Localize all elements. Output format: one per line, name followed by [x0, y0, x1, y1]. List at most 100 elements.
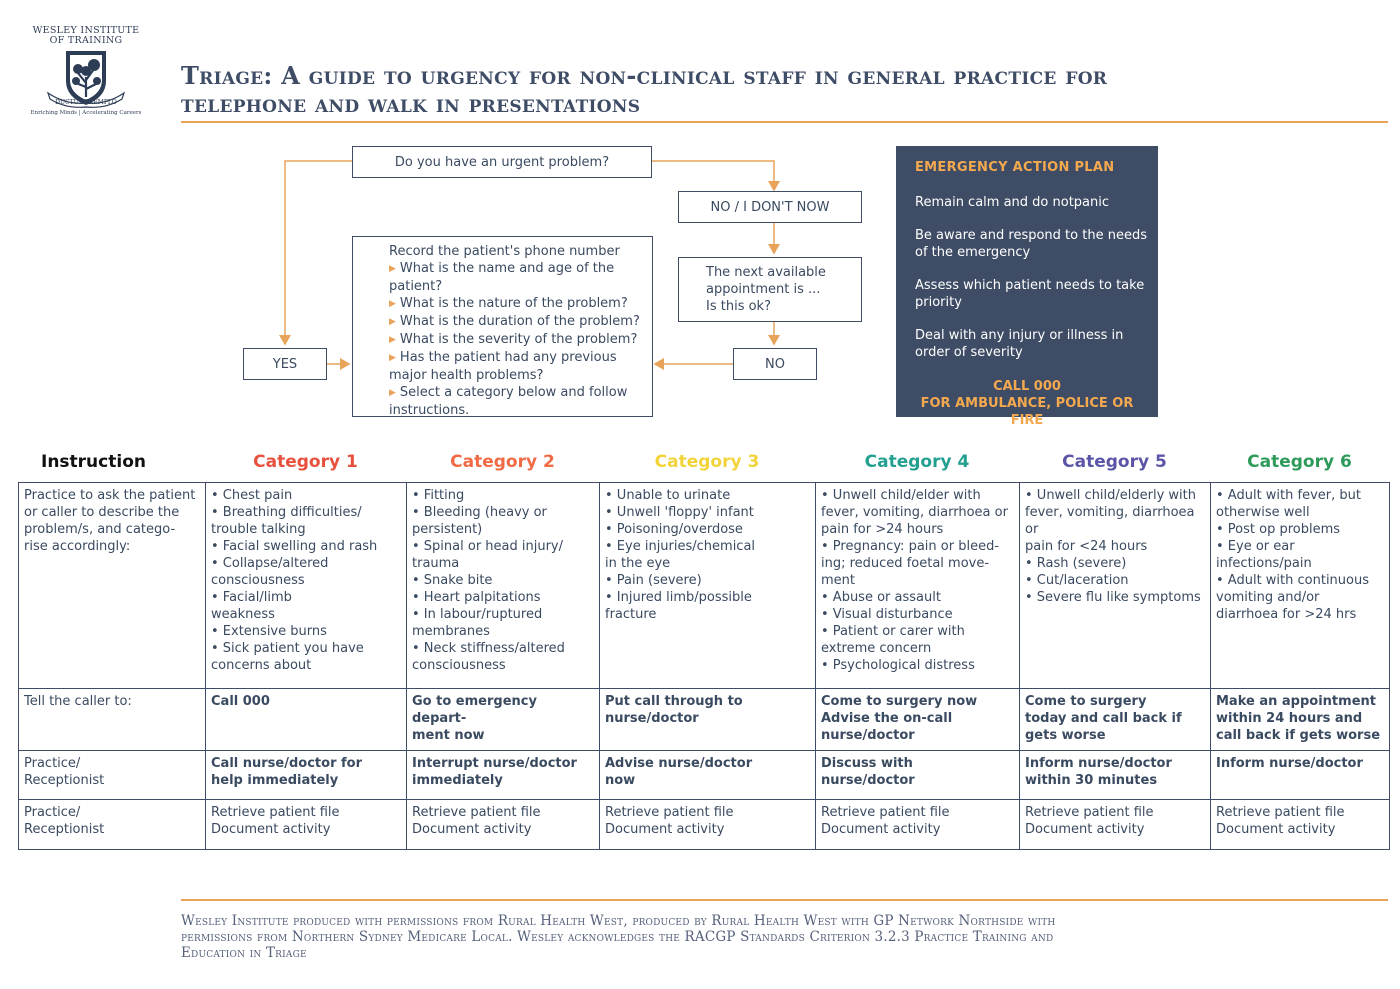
- cell-line: • Heart palpitations: [412, 590, 541, 605]
- page-title: Triage: A guide to urgency for non-clini…: [181, 62, 1351, 118]
- cell-line: within 30 minutes: [1025, 773, 1158, 788]
- cell-line: trauma: [412, 556, 460, 571]
- cell-line: • Abuse or assault: [821, 590, 941, 605]
- table-cell: Put call through to nurse/doctor: [599, 688, 816, 751]
- cell-line: Document activity: [821, 822, 941, 837]
- triage-column-headings: Instruction Category 1 Category 2 Catego…: [18, 452, 1389, 474]
- cell-line: nurse/doctor: [821, 728, 915, 743]
- cell-line: Practice/: [24, 756, 81, 771]
- cell-line: infections/pain: [1216, 556, 1312, 571]
- record-details-box: Record the patient's phone number What i…: [352, 236, 653, 419]
- no-box: NO: [733, 348, 817, 380]
- record-question-list: What is the name and age of the patient?…: [389, 260, 652, 419]
- cell-line: • Adult with fever, but: [1216, 488, 1361, 503]
- record-item: What is the nature of the problem?: [389, 295, 652, 313]
- cell-line: Document activity: [1216, 822, 1336, 837]
- yes-box: YES: [243, 348, 327, 380]
- no-text: NO: [765, 356, 785, 372]
- table-cell: Retrieve patient file Document activity: [599, 799, 816, 850]
- footer-divider: [181, 899, 1388, 901]
- flowchart-arrows: [279, 160, 780, 370]
- plan-item: Deal with any injury or illness in order…: [915, 328, 1124, 360]
- cell-line: trouble talking: [211, 522, 306, 537]
- table-cell: Practice/ Receptionist: [18, 750, 206, 800]
- plan-call-000: CALL 000 FOR AMBULANCE, POLICE OR FIRE: [906, 378, 1148, 429]
- table-cell: Retrieve patient file Document activity: [1210, 799, 1390, 850]
- cell-line: Document activity: [412, 822, 532, 837]
- cell-line: in the eye: [605, 556, 671, 571]
- cell-line: Inform nurse/doctor: [1025, 756, 1172, 771]
- footer-line: Wesley Institute produced with permissio…: [181, 913, 1056, 929]
- cell-line: Make an appointment: [1216, 694, 1376, 709]
- cell-line: weakness: [211, 607, 275, 622]
- cell-line: • Pregnancy: pain or bleed-: [821, 539, 1000, 554]
- cell-line: immediately: [412, 773, 503, 788]
- cell-line: Practice to ask the patient: [24, 488, 196, 503]
- cell-line: Interrupt nurse/doctor: [412, 756, 577, 771]
- cell-line: • Breathing difficulties/: [211, 505, 362, 520]
- table-cell: Come to surgery today and call back if g…: [1019, 688, 1211, 751]
- cell-line: • Pain (severe): [605, 573, 702, 588]
- cell-line: Come to surgery: [1025, 694, 1147, 709]
- cell-line: Retrieve patient file: [211, 805, 340, 820]
- cell-line: fracture: [605, 607, 657, 622]
- plan-call-line1: CALL 000: [993, 379, 1061, 394]
- table-cell: Come to surgery now Advise the on-call n…: [815, 688, 1020, 751]
- table-cell: Retrieve patient file Document activity: [815, 799, 1020, 850]
- cell-line: • Patient or carer with: [821, 624, 965, 639]
- cell-line: Receptionist: [24, 773, 105, 788]
- cell-line: or caller to describe the: [24, 505, 180, 520]
- cell-line: Retrieve patient file: [1216, 805, 1345, 820]
- cell-line: otherwise well: [1216, 505, 1310, 520]
- no-not-now-text: NO / I DON'T NOW: [710, 199, 830, 215]
- cell-line: • Extensive burns: [211, 624, 327, 639]
- cell-line: • Visual disturbance: [821, 607, 953, 622]
- table-cell: Advise nurse/doctor now: [599, 750, 816, 800]
- cell-line: Tell the caller to:: [24, 694, 132, 709]
- table-cell: Inform nurse/doctor: [1210, 750, 1390, 800]
- cell-line: Advise nurse/doctor: [605, 756, 753, 771]
- cell-line: • Unwell child/elder with: [821, 488, 981, 503]
- table-cell: Make an appointment within 24 hours and …: [1210, 688, 1390, 751]
- cell-line: • In labour/ruptured: [412, 607, 543, 622]
- cell-line: pain for <24 hours: [1025, 539, 1148, 554]
- cell-line: call back if gets worse: [1216, 728, 1381, 743]
- cell-line: rise accordingly:: [24, 539, 131, 554]
- heading-category-4: Category 4: [864, 452, 970, 472]
- cell-line: • Adult with continuous: [1216, 573, 1370, 588]
- table-row-receptionist-action: Practice/ Receptionist Call nurse/doctor…: [18, 750, 1390, 800]
- cell-line: persistent): [412, 522, 483, 537]
- table-row-documentation: Practice/ Receptionist Retrieve patient …: [18, 799, 1390, 850]
- cell-line: • Sick patient you have: [211, 641, 364, 656]
- cell-line: Call nurse/doctor for: [211, 756, 362, 771]
- heading-category-3: Category 3: [654, 452, 760, 472]
- cell-line: • Snake bite: [412, 573, 493, 588]
- cell-line: diarrhoea for >24 hrs: [1216, 607, 1357, 622]
- cell-line: ing; reduced foetal move-: [821, 556, 990, 571]
- logo: WESLEY INSTITUTE OF TRAINING DUCTUS EXEM…: [30, 26, 142, 126]
- title-divider: [181, 121, 1388, 123]
- footer-credits: Wesley Institute produced with permissio…: [181, 913, 1261, 961]
- table-cell: Call nurse/doctor for help immediately: [205, 750, 407, 800]
- table-cell: • Unwell child/elder with fever, vomitin…: [815, 482, 1020, 689]
- heading-category-5: Category 5: [1062, 452, 1167, 472]
- no-not-now-box: NO / I DON'T NOW: [678, 191, 862, 223]
- table-cell: Retrieve patient file Document activity: [406, 799, 600, 850]
- cell-line: Document activity: [1025, 822, 1145, 837]
- cell-line: Advise the on-call: [821, 711, 953, 726]
- cell-line: fever, vomiting, diarrhoea or: [1025, 505, 1195, 537]
- cell-line: • Post op problems: [1216, 522, 1341, 537]
- cell-line: • Unwell child/elderly with: [1025, 488, 1197, 503]
- table-cell: • Unwell child/elderly with fever, vomit…: [1019, 482, 1211, 689]
- logo-name-line2: OF TRAINING: [49, 35, 123, 46]
- cell-line: problem/s, and catego-: [24, 522, 176, 537]
- cell-line: • Unwell 'floppy' infant: [605, 505, 754, 520]
- cell-line: nurse/doctor: [821, 773, 915, 788]
- table-cell: Interrupt nurse/doctor immediately: [406, 750, 600, 800]
- plan-item: Be aware and respond to the needs of the…: [915, 228, 1147, 260]
- plan-title: EMERGENCY ACTION PLAN: [915, 160, 1115, 175]
- next-appointment-line3: Is this ok?: [706, 299, 771, 314]
- table-cell: Retrieve patient file Document activity: [1019, 799, 1211, 850]
- cell-line: within 24 hours and: [1216, 711, 1363, 726]
- cell-line: Retrieve patient file: [1025, 805, 1154, 820]
